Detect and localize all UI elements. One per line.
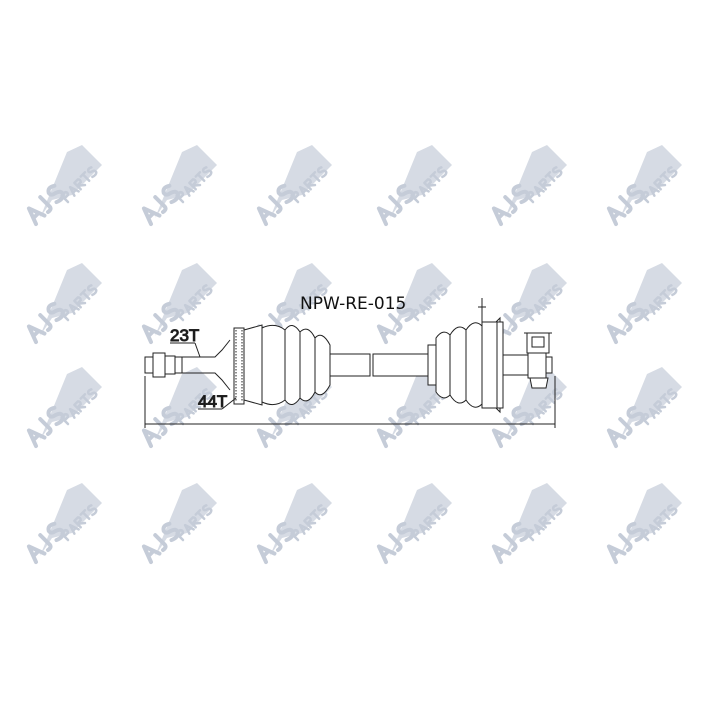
ajs-parts-watermark-logo [372,140,472,230]
length-dimension-line [144,376,556,428]
ajs-parts-watermark-logo [252,478,352,568]
ajs-parts-watermark-logo [487,478,587,568]
outer-spline-label: 23T [170,326,199,345]
ajs-parts-watermark-logo [487,140,587,230]
abs-ring-label: 44T [198,392,227,411]
label-leaders [170,342,237,410]
ajs-parts-watermark-logo [602,362,702,452]
axle-shaft [329,353,429,377]
ajs-parts-watermark-logo [602,478,702,568]
outer-stub-shaft [175,339,231,391]
part-number: NPW-RE-015 [300,294,407,314]
ajs-parts-watermark-logo [137,140,237,230]
ajs-parts-watermark-logo [602,258,702,348]
inner-boot [427,322,483,408]
outer-cv-joint [233,324,263,406]
ajs-parts-watermark-logo [22,362,122,452]
inner-flange [478,298,504,414]
ajs-parts-watermark-logo [137,362,237,452]
ajs-parts-watermark-logo [372,478,472,568]
ajs-parts-watermark-logo [252,140,352,230]
ajs-parts-watermark-logo [22,478,122,568]
inner-tripod-joint [502,332,553,389]
ajs-parts-watermark-logo [137,258,237,348]
outer-boot [261,324,331,406]
ajs-parts-watermark-logo [137,478,237,568]
ajs-parts-watermark-logo [602,140,702,230]
ajs-parts-watermark-logo [372,258,472,348]
ajs-parts-watermark-logo [22,258,122,348]
outer-nut [144,352,176,378]
ajs-parts-watermark-logo [487,362,587,452]
ajs-parts-watermark-logo [22,140,122,230]
